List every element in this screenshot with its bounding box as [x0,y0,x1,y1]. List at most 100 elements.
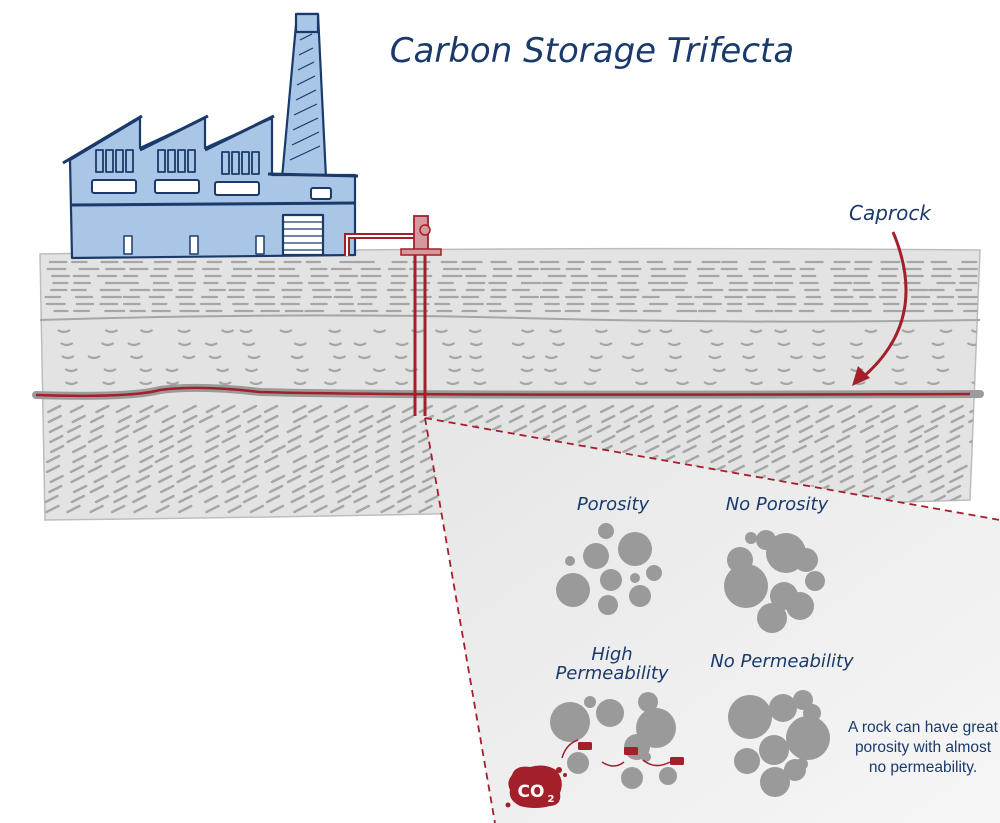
rock-texture-mark [332,355,347,360]
rock-texture-mark [779,381,794,386]
rock-texture-mark [353,342,367,347]
rock-texture-mark [909,464,925,474]
permeable-grain [641,752,651,762]
rock-texture-mark [858,404,873,414]
rock-texture-mark [397,504,412,514]
rock-texture-mark [729,434,744,444]
rock-texture-mark [596,424,611,434]
rock-texture-mark [551,342,566,347]
rock-texture-mark [376,424,392,434]
rock-texture-mark [263,454,279,464]
rock-texture-mark [447,368,462,373]
porous-grain [565,556,575,566]
rock-texture-mark [637,414,653,424]
rock-texture-mark [820,444,835,454]
rock-texture-mark [394,355,408,360]
rock-texture-mark [310,464,325,474]
porous-grain [598,523,614,539]
rock-texture-mark [881,444,896,454]
rock-texture-mark [308,474,324,484]
rock-texture-mark [315,454,330,464]
rock-texture-mark [264,434,279,444]
rock-texture-mark [205,504,220,514]
rock-texture-mark [137,434,153,444]
rock-texture-mark [133,504,148,514]
rock-texture-mark [645,444,660,454]
rock-texture-mark [70,474,85,484]
rock-texture-mark [974,454,980,464]
rock-texture-mark [102,381,116,386]
caprock-label: Caprock [849,201,932,225]
rock-texture-mark [353,494,368,504]
rock-texture-mark [226,424,242,434]
rock-texture-mark [775,414,790,424]
rock-texture-mark [448,355,463,360]
rock-texture-mark [94,454,109,464]
rock-texture-mark [468,414,484,424]
rock-texture-mark [202,464,217,474]
rock-texture-mark [158,464,173,474]
rock-texture-mark [307,404,323,414]
rock-texture-mark [358,424,373,434]
rock-texture-mark [749,381,764,386]
rock-texture-mark [242,474,257,484]
rock-texture-mark [375,454,391,464]
rock-texture-mark [292,404,307,414]
rock-texture-mark [357,474,373,484]
rock-texture-mark [634,381,649,386]
rock-texture-mark [292,464,307,474]
rock-texture-mark [865,444,880,454]
co2-small-badge [578,742,684,765]
rock-texture-mark [442,404,457,414]
rock-texture-mark [399,464,415,474]
rock-texture-mark [925,444,940,454]
rock-texture-mark [520,368,534,373]
rock-texture-mark [755,434,770,444]
permeable-grain [659,767,677,785]
rock-texture-mark [135,474,150,484]
rock-texture-mark [862,454,877,464]
rock-texture-mark [336,424,352,434]
rock-texture-mark [599,404,615,414]
rock-texture-mark [309,434,324,444]
rock-texture-mark [974,474,980,484]
rock-texture-mark [710,454,725,464]
rock-texture-mark [290,494,305,504]
rock-texture-mark [138,464,153,474]
rock-texture-mark [575,414,591,424]
rock-texture-mark [883,424,899,434]
rock-texture-mark [205,434,220,444]
rock-texture-mark [165,368,179,373]
rock-texture-mark [115,474,131,484]
rock-texture-mark [279,329,293,334]
rock-texture-mark [313,504,328,514]
tight-grain [786,592,814,620]
rock-texture-mark [550,424,566,434]
rock-texture-mark [881,434,897,444]
rock-texture-mark [265,494,281,504]
rock-texture-mark [61,355,75,360]
rock-texture-mark [71,414,87,424]
rock-texture-mark [204,444,219,454]
rock-texture-mark [182,355,196,360]
rock-texture-mark [945,444,961,454]
rock-texture-mark [117,414,133,424]
rock-texture-mark [630,342,644,347]
rock-texture-mark [292,414,308,424]
rock-texture-mark [157,474,173,484]
rock-texture-mark [851,355,865,360]
rock-texture-mark [49,474,64,484]
rock-texture-mark [939,329,953,334]
rock-texture-mark [114,454,129,464]
rock-texture-mark [286,444,301,454]
rock-texture-mark [820,424,835,434]
rock-texture-mark [891,368,905,373]
rock-texture-mark [881,464,896,474]
rock-texture-mark [904,444,919,454]
rock-texture-mark [469,342,484,347]
rock-texture-mark [160,484,175,494]
rock-texture-mark [47,404,62,414]
rock-texture-mark [220,464,235,474]
rock-texture-mark [839,474,855,484]
